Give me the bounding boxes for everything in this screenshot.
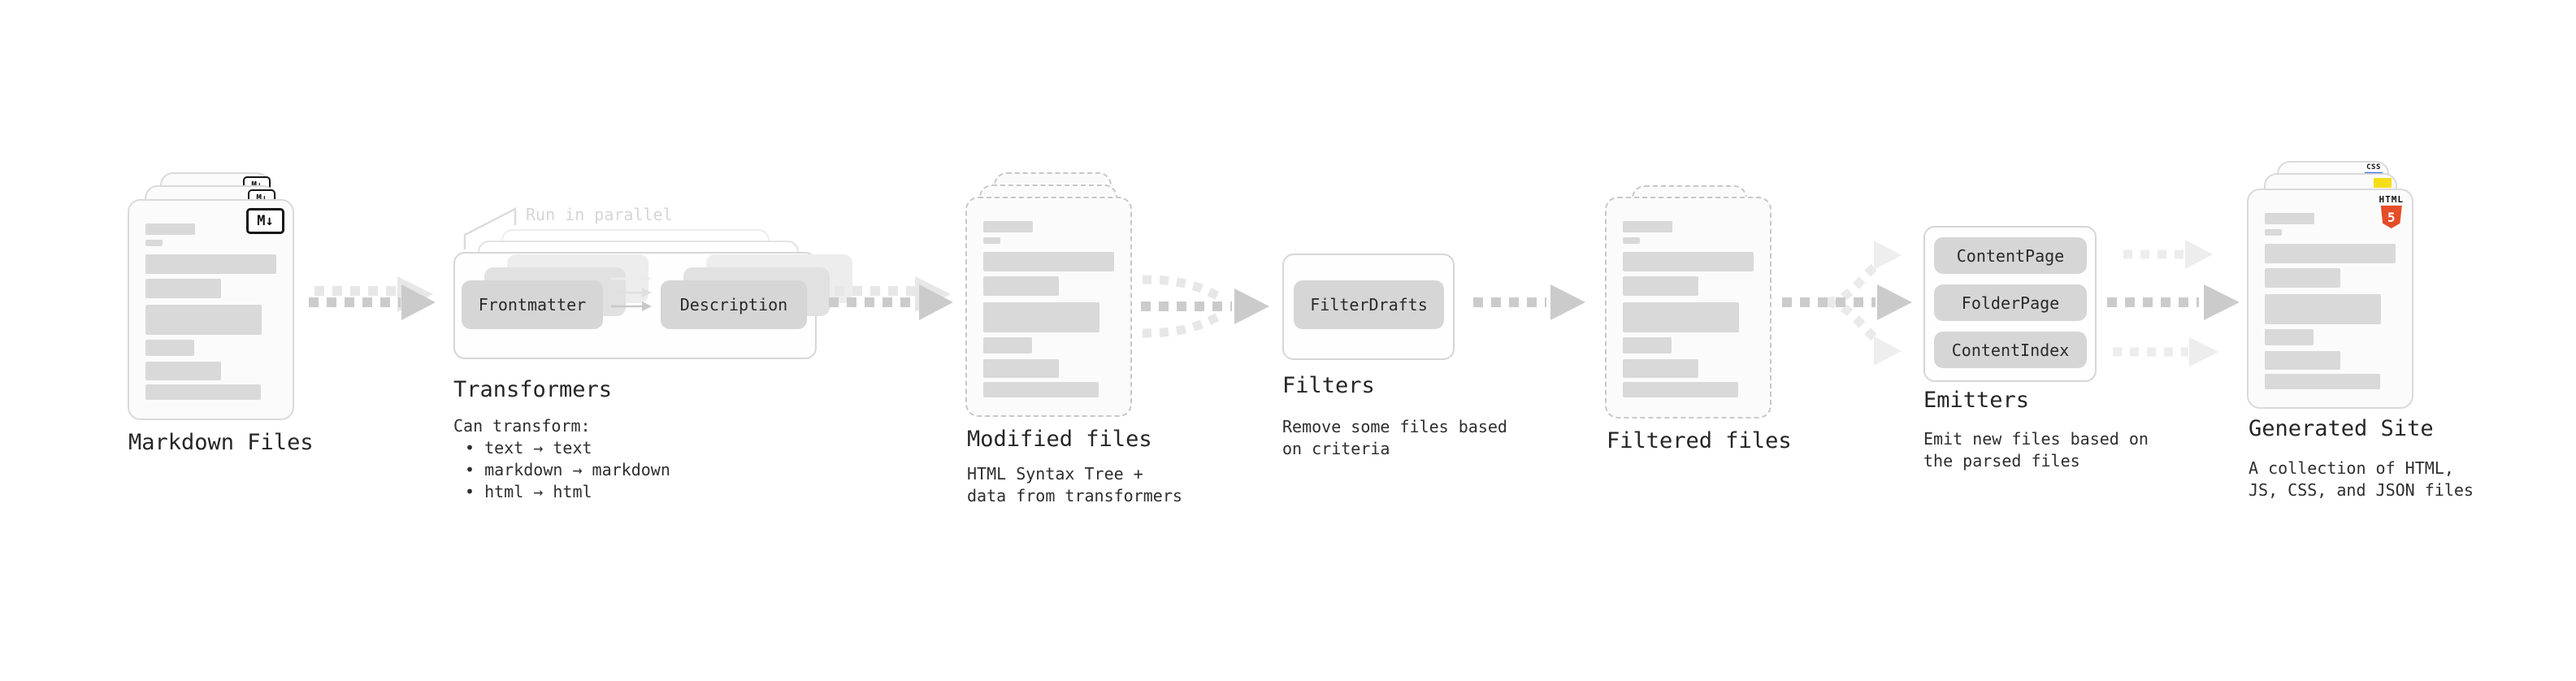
transformers-label: Transformers: [453, 377, 613, 402]
file-content-placeholder: [983, 221, 1114, 397]
file-content-placeholder: [145, 223, 276, 400]
html5-icon: HTML 5: [2379, 195, 2405, 228]
filters-label: Filters: [1282, 373, 1375, 398]
filtered-files-label: Filtered files: [1607, 428, 1792, 453]
parallel-arrows-icon: [611, 274, 652, 311]
contentindex-pill: ContentIndex: [1934, 332, 2087, 368]
modified-files-desc: data from transformers: [967, 486, 1182, 505]
flow-triple-arrow-icon: [2107, 240, 2240, 367]
file-content-placeholder: [1623, 221, 1754, 397]
flow-converge-arrow-icon: [1141, 275, 1269, 338]
flow-arrow-icon: [829, 276, 953, 320]
contentpage-pill: ContentPage: [1934, 237, 2087, 274]
modified-file-card-front: [965, 197, 1132, 417]
callout-line: [463, 206, 517, 249]
generated-site-label: Generated Site: [2249, 416, 2434, 441]
filterdrafts-pill: FilterDrafts: [1294, 280, 1444, 329]
flow-arrow-icon: [309, 276, 436, 320]
markdown-file-card-front: M↓: [128, 199, 294, 420]
frontmatter-pill: Frontmatter: [462, 280, 603, 329]
filters-desc: on criteria: [1282, 439, 1390, 458]
markdown-icon: M↓: [246, 208, 284, 234]
flow-arrow-icon: [1473, 284, 1585, 320]
flow-diverge-arrow-icon: [1782, 241, 1912, 366]
generated-site-desc: JS, CSS, and JSON files: [2249, 480, 2474, 500]
file-content-placeholder: [2265, 213, 2396, 389]
transform-bullet: • markdown → markdown: [465, 460, 670, 479]
filtered-file-card-front: [1605, 197, 1772, 419]
emitters-desc: the parsed files: [1923, 451, 2080, 471]
description-pill: Description: [661, 280, 807, 329]
folderpage-pill: FolderPage: [1934, 284, 2087, 321]
generated-file-card-front: HTML 5: [2247, 189, 2413, 409]
filters-desc: Remove some files based: [1282, 417, 1507, 436]
transformers-subtitle: Can transform:: [453, 416, 591, 436]
markdown-files-label: Markdown Files: [128, 430, 314, 455]
modified-files-label: Modified files: [967, 427, 1152, 452]
emitters-label: Emitters: [1923, 388, 2030, 413]
transform-bullet: • html → html: [465, 482, 592, 501]
javascript-icon: [2374, 178, 2392, 188]
emitters-desc: Emit new files based on: [1923, 429, 2149, 449]
run-in-parallel-note: Run in parallel: [526, 205, 673, 224]
generated-site-desc: A collection of HTML,: [2249, 458, 2454, 478]
transform-bullet: • text → text: [465, 438, 592, 458]
modified-files-desc: HTML Syntax Tree +: [967, 464, 1143, 484]
